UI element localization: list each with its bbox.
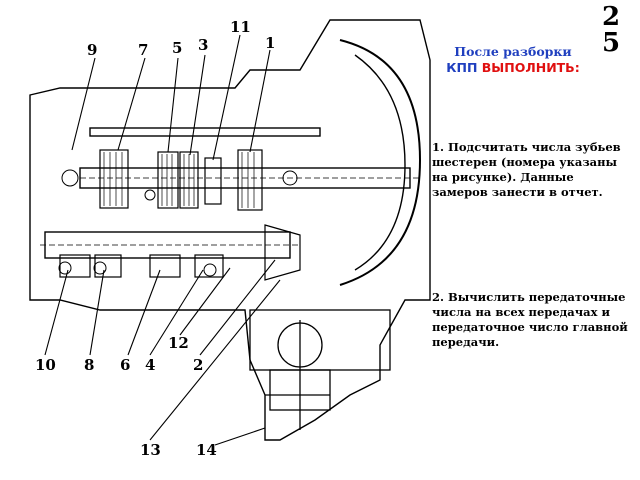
primary-gears (99, 149, 263, 211)
label-6: 6 (120, 356, 130, 374)
clutch-bell (339, 39, 422, 286)
label-5: 5 (172, 39, 182, 57)
header-highlight: ВЫПОЛНИТЬ: (481, 60, 580, 75)
header-line2-prefix: КПП (446, 60, 482, 75)
label-7: 7 (138, 41, 148, 59)
label-1: 1 (265, 34, 275, 52)
label-4: 4 (145, 356, 155, 374)
drawing-labels-bottom: 10 8 6 4 12 2 13 14 (35, 334, 217, 459)
drawing-labels-top: 9 7 5 3 11 1 (87, 18, 275, 59)
header-line2: КПП ВЫПОЛНИТЬ: (418, 60, 608, 76)
slide-header: После разборки КПП ВЫПОЛНИТЬ: (418, 44, 608, 76)
gearbox-housing (29, 19, 431, 441)
label-2: 2 (193, 356, 203, 374)
label-13: 13 (140, 441, 161, 459)
page-number: 2 5 (601, 2, 621, 58)
header-line1: После разборки (454, 44, 572, 59)
label-3: 3 (198, 36, 208, 54)
selector-rod (89, 127, 321, 137)
label-12: 12 (168, 334, 189, 352)
task-1-text: 1. Подсчитать числа зубьев шестерен (ном… (432, 140, 621, 199)
label-14: 14 (196, 441, 217, 459)
label-10: 10 (35, 356, 56, 374)
label-11: 11 (230, 18, 251, 36)
secondary-gears (59, 224, 301, 281)
label-8: 8 (84, 356, 94, 374)
final-drive (249, 309, 391, 430)
task-2-text: 2. Вычислить передаточные числа на всех … (432, 290, 628, 349)
label-9: 9 (87, 41, 97, 59)
